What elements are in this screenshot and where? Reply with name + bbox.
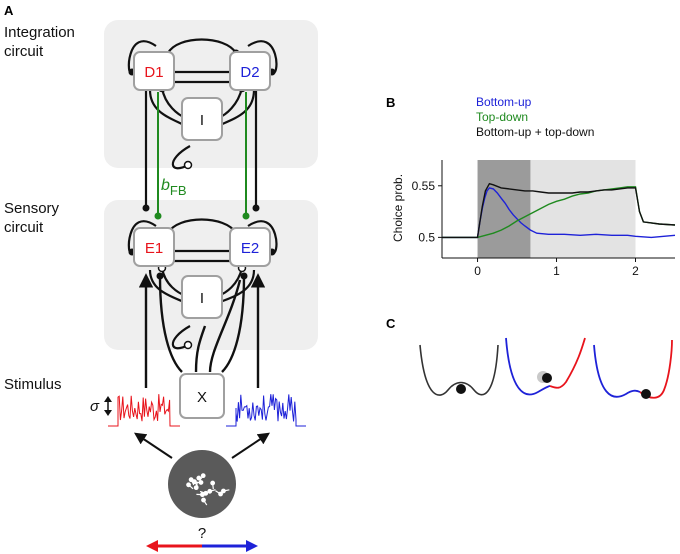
dot: [192, 479, 197, 485]
shaded-region-dark: [477, 160, 531, 258]
feedback-label-subscript: FB: [170, 183, 187, 198]
node-d2-label: D2: [240, 64, 259, 81]
node-i-sensory-label: I: [200, 290, 204, 307]
sensory-label-line2: circuit: [4, 219, 44, 236]
dot: [210, 480, 216, 486]
ball-tilted: [542, 373, 552, 383]
direction-arrow: [146, 540, 258, 552]
dot: [201, 497, 206, 503]
legend-entry-3: Bottom-up + top-down: [476, 125, 594, 139]
sensory-label-line1: Sensory: [4, 200, 60, 217]
moving-dots: [186, 473, 230, 506]
node-x-label: X: [197, 389, 207, 406]
question-mark: ?: [198, 525, 206, 542]
panel-c-letter: C: [386, 316, 396, 331]
energy-landscape-symmetric: [419, 344, 499, 396]
stimulus-arrows: [138, 273, 266, 388]
stimulus-label: Stimulus: [4, 376, 62, 393]
x-tick-label: 0: [474, 264, 481, 278]
motion-to-stimulus-arrows: [134, 432, 270, 459]
dot: [196, 475, 202, 481]
shaded-region-light: [530, 160, 636, 258]
integration-label-line1: Integration: [4, 24, 75, 41]
panel-a-letter: A: [4, 3, 14, 18]
ball-deep: [641, 389, 651, 399]
y-tick-label: 0.5: [418, 230, 435, 244]
dot: [186, 482, 191, 488]
series-line-3: [442, 182, 676, 239]
random-dot-stimulus: [168, 450, 236, 518]
stimulus-trace-red: [108, 394, 180, 427]
node-d1-label: D1: [144, 64, 163, 81]
feedback-label: bFB: [161, 177, 187, 198]
energy-landscape-tilted: [505, 337, 586, 396]
x-tick-label: 2: [632, 264, 639, 278]
energy-landscape-deep: [593, 339, 673, 399]
node-e1: E1: [133, 227, 175, 267]
node-e1-label: E1: [145, 240, 163, 257]
dot: [218, 491, 223, 497]
panel-a: A Integration circuit Sensory circuit St…: [4, 3, 318, 552]
dot: [188, 477, 194, 483]
legend-entry-2: Top-down: [476, 110, 528, 124]
legend-entry-1: Bottom-up: [476, 95, 532, 109]
node-e2: E2: [229, 227, 271, 267]
sigma-arrow: [104, 396, 112, 416]
dot: [207, 488, 213, 494]
dot: [203, 490, 209, 496]
integration-circuit-background: [104, 20, 318, 168]
node-e2-label: E2: [241, 240, 259, 257]
dot: [200, 473, 206, 479]
node-i-sensory: I: [181, 275, 223, 319]
node-d1: D1: [133, 51, 175, 91]
panel-b-letter: B: [386, 95, 395, 110]
node-i-integration: I: [181, 97, 223, 141]
node-x: X: [179, 373, 225, 419]
x-tick-label: 1: [553, 264, 560, 278]
panel-c: C: [386, 316, 673, 399]
stimulus-trace-blue: [226, 394, 306, 427]
sigma-label: σ: [90, 398, 100, 415]
dot: [193, 485, 199, 491]
integration-label-line2: circuit: [4, 43, 44, 60]
node-i-integration-label: I: [200, 112, 204, 129]
y-tick-label: 0.55: [412, 179, 436, 193]
dot: [221, 488, 226, 494]
choice-probability-chart: 0 1 2 0.5 0.55: [412, 160, 676, 278]
feedback-connections: [154, 92, 250, 220]
chart-y-axis-label: Choice prob.: [391, 174, 405, 242]
stimulus-input-synapses: [156, 272, 248, 280]
node-d2: D2: [229, 51, 271, 91]
ball-symmetric: [456, 384, 466, 394]
